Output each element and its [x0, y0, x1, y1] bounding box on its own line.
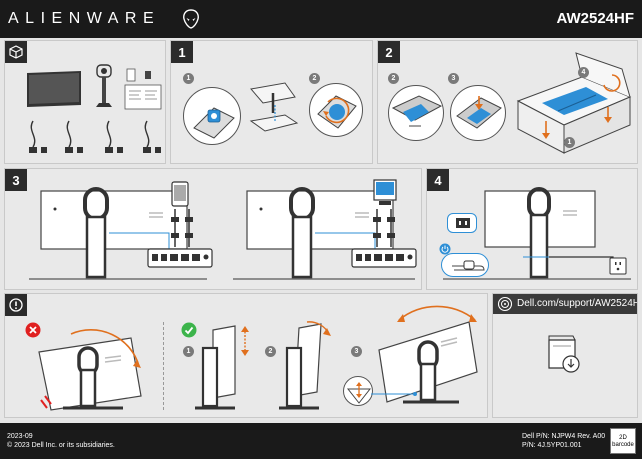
panel-lock-detail — [450, 85, 506, 141]
support-url-bar[interactable]: Dell.com/support/AW2524HF — [493, 294, 638, 314]
documentation-download-icon — [548, 335, 580, 373]
panel-step-4: 4 — [426, 168, 638, 290]
monitor-rear-view-right — [233, 187, 415, 280]
screw-tighten-detail — [309, 83, 363, 137]
tilt-adjust-illustration — [279, 321, 331, 410]
footer-dell-part-number: Dell P/N: NJPW4 Rev. A00 — [522, 433, 606, 440]
support-url[interactable]: Dell.com/support/AW2524HF — [517, 298, 638, 309]
computer-device-icon — [373, 179, 397, 205]
substep-number: 3 — [448, 73, 459, 84]
brand-wordmark: ALIENWARE — [8, 10, 161, 27]
panel-step-2: 2 2 3 4 1 — [377, 40, 638, 164]
substep-number: 2 — [265, 346, 276, 357]
footer-copyright: © 2023 Dell Inc. or its subsidiaries. — [7, 442, 115, 449]
step-number: 3 — [5, 169, 27, 191]
stand-illustration — [96, 64, 112, 107]
substep-number: 1 — [183, 73, 194, 84]
ok-icon — [181, 322, 197, 338]
monitor-illustration — [27, 71, 81, 107]
monitor-rear-power — [443, 187, 631, 280]
section-divider — [163, 322, 164, 410]
panel-adjustment-warning: 1 2 3 — [4, 293, 488, 418]
cables-right — [373, 209, 395, 247]
globe-icon — [497, 296, 513, 312]
footer-date: 2023-09 — [7, 433, 33, 440]
swivel-adjust-illustration — [378, 305, 478, 404]
port-panel-left — [147, 248, 213, 268]
cables-illustration — [29, 120, 161, 153]
step-number: 1 — [171, 41, 193, 63]
header-bar: ALIENWARE AW2524HF — [0, 0, 642, 38]
power-icon — [439, 243, 451, 255]
barcode-placeholder: 2D barcode — [610, 428, 636, 454]
documents-illustration — [124, 68, 162, 110]
port-panel-right — [351, 248, 417, 268]
step-number: 2 — [378, 41, 400, 63]
box-icon — [5, 41, 27, 63]
power-button-detail — [441, 253, 489, 277]
footer-bar: 2023-09 © 2023 Dell Inc. or its subsidia… — [0, 423, 642, 459]
power-connector-detail — [447, 213, 477, 233]
base-pointer-line — [371, 392, 417, 396]
panel-box-contents — [4, 40, 166, 164]
stand-assembly — [249, 82, 299, 132]
phone-device-icon — [171, 181, 189, 207]
panel-support: Dell.com/support/AW2524HF — [492, 293, 638, 418]
panel-attach-detail — [388, 85, 444, 141]
stand-attach-detail — [183, 87, 241, 145]
panel-step-3: 3 — [4, 168, 422, 290]
error-icon — [25, 322, 41, 338]
footer-part-number: P/N: 4J.5YP01.001 — [522, 442, 582, 449]
model-name: AW2524HF — [556, 10, 634, 27]
panel-step-1: 1 1 2 — [170, 40, 373, 164]
warning-icon — [5, 294, 27, 316]
base-button-detail — [343, 376, 373, 406]
substep-number: 1 — [564, 137, 575, 148]
wall-outlet-icon — [609, 257, 627, 275]
incorrect-handling-illustration — [38, 329, 142, 411]
step-number: 4 — [427, 169, 449, 191]
substep-number: 1 — [183, 346, 194, 357]
substep-number: 2 — [309, 73, 320, 84]
alien-head-icon — [183, 9, 199, 29]
substep-number: 4 — [578, 67, 589, 78]
cables-left — [171, 209, 193, 247]
packaging-box-illustration — [516, 52, 632, 154]
substep-number: 2 — [388, 73, 399, 84]
substep-number: 3 — [351, 346, 362, 357]
height-adjust-illustration — [195, 325, 249, 410]
